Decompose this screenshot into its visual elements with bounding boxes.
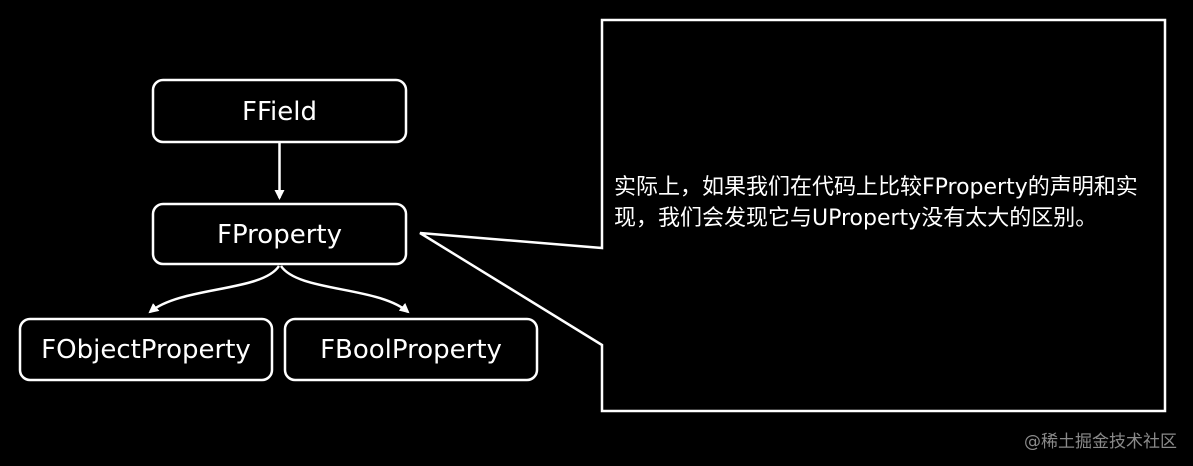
arrow-fproperty-to-fobjectproperty bbox=[148, 265, 281, 314]
callout-box bbox=[419, 18, 1167, 413]
node-ffield-label: FField bbox=[242, 97, 317, 127]
arrow-fproperty-to-fboolproperty bbox=[279, 265, 410, 314]
node-fobjectproperty-label: FObjectProperty bbox=[41, 335, 251, 365]
node-fproperty: FProperty bbox=[151, 202, 408, 266]
node-fproperty-label: FProperty bbox=[217, 220, 342, 250]
node-fobjectproperty: FObjectProperty bbox=[18, 317, 274, 382]
node-fboolproperty: FBoolProperty bbox=[283, 317, 539, 382]
node-fboolproperty-label: FBoolProperty bbox=[320, 335, 502, 365]
node-ffield: FField bbox=[151, 78, 408, 144]
callout-text: 实际上，如果我们在代码上比较FProperty的声明和实现，我们会发现它与UPr… bbox=[614, 175, 1138, 231]
watermark: @稀土掘金技术社区 bbox=[1024, 432, 1177, 452]
